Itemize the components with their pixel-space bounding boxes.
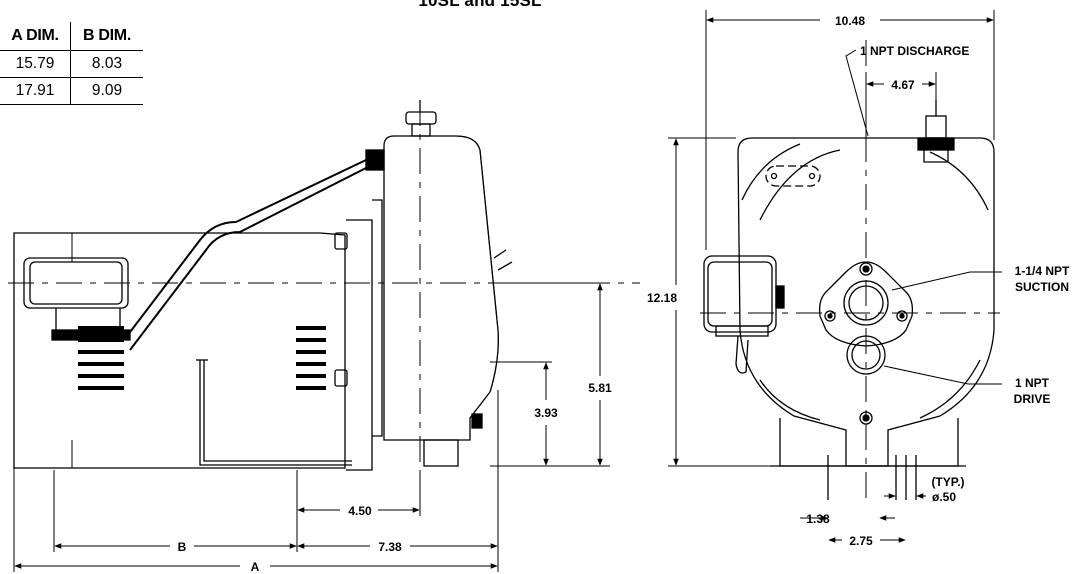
cell-b-dim: 8.03 bbox=[70, 50, 143, 78]
hole-diameter-label: ø.50 bbox=[932, 490, 956, 504]
dim-2-75: 2.75 bbox=[849, 534, 873, 548]
pressure-switch bbox=[23, 257, 129, 309]
pump-casing bbox=[383, 135, 499, 441]
dim-3-93: 3.93 bbox=[534, 406, 558, 420]
end-view bbox=[700, 40, 1000, 500]
dim-1-38: 1.38 bbox=[806, 512, 830, 526]
dimension-table: A DIM. B DIM. 15.79 8.03 17.91 9.09 bbox=[0, 22, 143, 105]
cell-b-dim: 9.09 bbox=[70, 77, 143, 105]
dim-10-48: 10.48 bbox=[835, 14, 865, 28]
typ-label: (TYP.) bbox=[931, 475, 964, 489]
priming-plug bbox=[405, 111, 437, 125]
discharge-label: 1 NPT DISCHARGE bbox=[860, 44, 969, 58]
header-a-dim: A DIM. bbox=[0, 22, 71, 51]
dim-12-18: 12.18 bbox=[647, 291, 677, 305]
drive-label-line1: 1 NPT bbox=[1015, 376, 1050, 390]
suction-label-line1: 1-1/4 NPT bbox=[1015, 264, 1070, 278]
table-row: 17.91 9.09 bbox=[0, 77, 143, 105]
drive-port bbox=[846, 335, 886, 375]
dim-b: B bbox=[178, 540, 187, 554]
dim-a: A bbox=[251, 560, 260, 574]
suction-port bbox=[843, 280, 889, 326]
dim-7-38: 7.38 bbox=[378, 540, 402, 554]
adapter-bracket bbox=[346, 219, 373, 471]
drive-label-line2: DRIVE bbox=[1014, 392, 1051, 406]
dim-4-67: 4.67 bbox=[891, 78, 915, 92]
end-view-dimensions bbox=[668, 10, 1002, 543]
suction-label-line2: SUCTION bbox=[1015, 280, 1069, 294]
dim-4-50: 4.50 bbox=[348, 504, 372, 518]
side-view bbox=[8, 100, 640, 536]
base-stand bbox=[199, 360, 352, 466]
header-b-dim: B DIM. bbox=[70, 22, 143, 51]
suction-flange bbox=[818, 261, 914, 347]
drawing-title: 10SL and 15SL bbox=[418, 0, 542, 10]
cell-a-dim: 15.79 bbox=[0, 50, 71, 78]
cell-a-dim: 17.91 bbox=[0, 77, 71, 105]
end-casing bbox=[737, 137, 995, 467]
motor-vents-left bbox=[78, 326, 124, 390]
dim-5-81: 5.81 bbox=[588, 381, 612, 395]
table-row: 15.79 8.03 bbox=[0, 50, 143, 78]
side-view-dimensions bbox=[13, 282, 610, 572]
motor-vents-right bbox=[296, 326, 326, 390]
